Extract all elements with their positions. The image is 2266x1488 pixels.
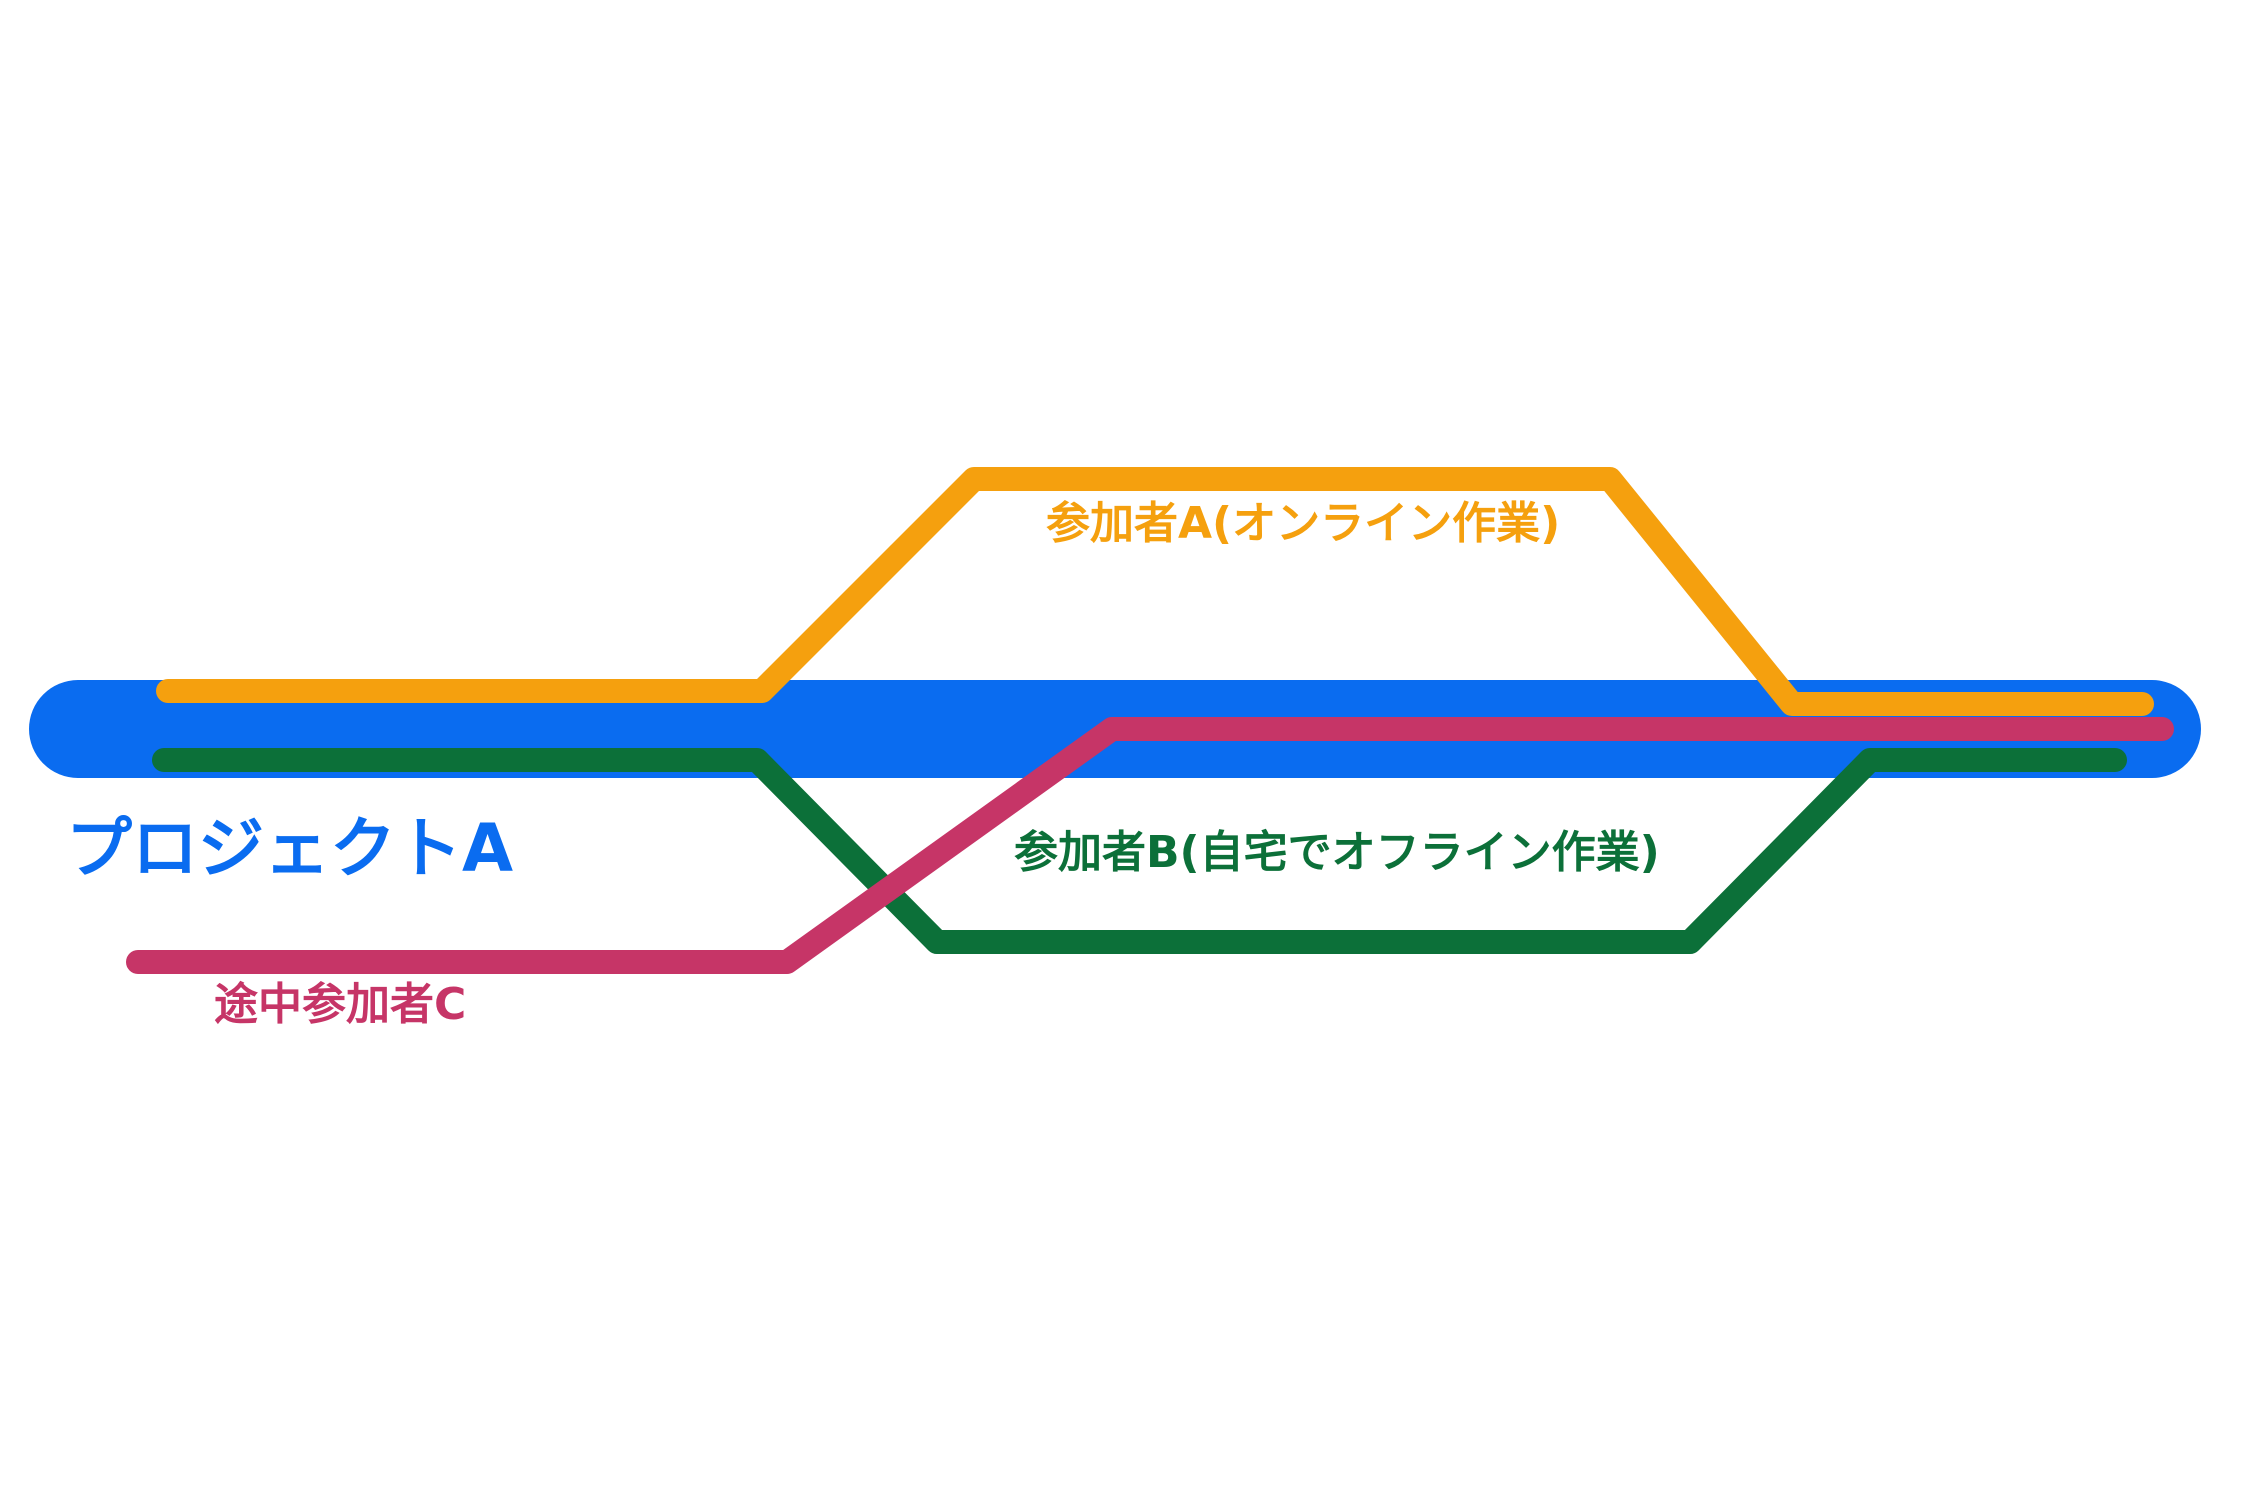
participant-c-label: 途中参加者C — [214, 979, 467, 1030]
participant-c-route — [126, 717, 2174, 974]
participant-a-label: 参加者A(オンライン作業) — [1046, 498, 1561, 549]
participant-a-route — [156, 467, 2154, 716]
participant-b-label: 参加者B(自宅でオフライン作業) — [1014, 827, 1660, 878]
project-a-label: プロジェクトA — [66, 810, 514, 887]
participant-b-route — [152, 748, 2127, 954]
